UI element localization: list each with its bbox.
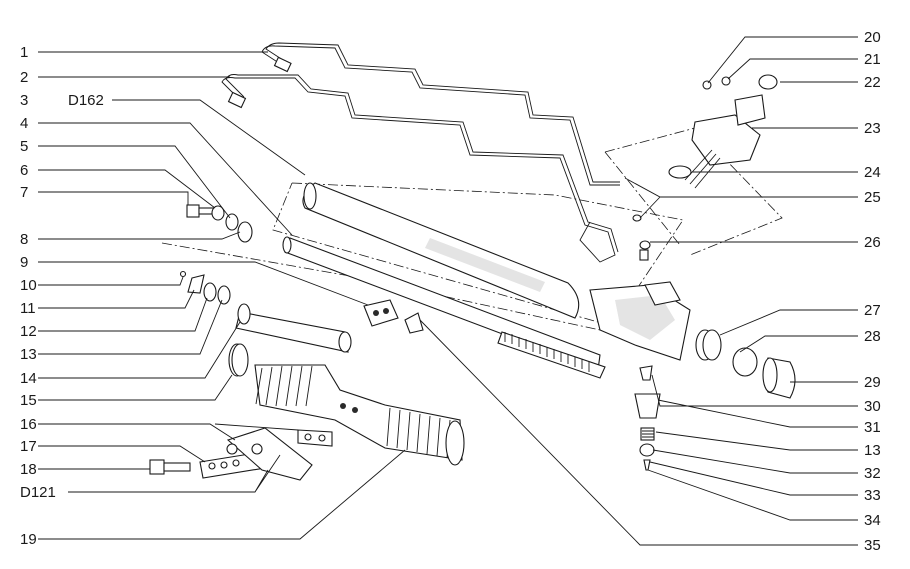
label-31: 31 xyxy=(864,419,881,436)
label-18: 18 xyxy=(20,461,37,478)
label-26: 26 xyxy=(864,234,881,251)
label-28: 28 xyxy=(864,328,881,345)
tie-rod-plates xyxy=(199,427,333,481)
label-17: 17 xyxy=(20,438,37,455)
label-32: 32 xyxy=(864,465,881,482)
callout-labels: 1 2 3 D162 4 5 6 7 8 9 10 11 12 13 14 15… xyxy=(20,29,881,554)
label-5: 5 xyxy=(20,138,28,155)
label-21: 21 xyxy=(864,51,881,68)
label-2: 2 xyxy=(20,69,28,86)
label-20: 20 xyxy=(864,29,881,46)
label-29: 29 xyxy=(864,374,881,391)
rack-housing xyxy=(302,182,691,361)
label-3: 3 xyxy=(20,92,28,109)
assembly-guide-lines xyxy=(161,127,783,331)
label-33: 33 xyxy=(864,487,881,504)
label-24: 24 xyxy=(864,164,881,181)
label-d121: D121 xyxy=(20,484,56,501)
label-d162: D162 xyxy=(68,92,104,109)
pinion-valve-parts xyxy=(632,74,778,261)
label-15: 15 xyxy=(20,392,37,409)
leader-lines xyxy=(38,36,858,546)
label-13-right: 13 xyxy=(864,442,881,459)
boot-clamp xyxy=(228,343,249,377)
label-22: 22 xyxy=(864,74,881,91)
label-11: 11 xyxy=(20,300,36,317)
rack-teeth xyxy=(404,312,606,379)
label-6: 6 xyxy=(20,162,28,179)
label-8: 8 xyxy=(20,231,28,248)
label-7: 7 xyxy=(20,184,28,201)
label-27: 27 xyxy=(864,302,881,319)
label-23: 23 xyxy=(864,120,881,137)
hydraulic-pipe-1 xyxy=(261,42,620,186)
left-small-parts xyxy=(179,204,253,305)
label-30: 30 xyxy=(864,398,881,415)
label-35: 35 xyxy=(864,537,881,554)
label-19: 19 xyxy=(20,531,37,548)
rubber-bellows xyxy=(254,364,465,466)
label-4: 4 xyxy=(20,115,28,132)
label-13: 13 xyxy=(20,346,37,363)
label-16: 16 xyxy=(20,416,37,433)
label-14: 14 xyxy=(20,370,37,387)
bolt xyxy=(149,459,191,475)
label-25: 25 xyxy=(864,189,881,206)
label-10: 10 xyxy=(20,277,37,294)
end-cap-parts xyxy=(695,329,796,399)
adjuster-stack xyxy=(634,365,661,471)
label-12: 12 xyxy=(20,323,37,340)
label-9: 9 xyxy=(20,254,28,271)
label-34: 34 xyxy=(864,512,881,529)
sleeve-and-clamp xyxy=(235,299,399,353)
label-1: 1 xyxy=(20,44,28,61)
